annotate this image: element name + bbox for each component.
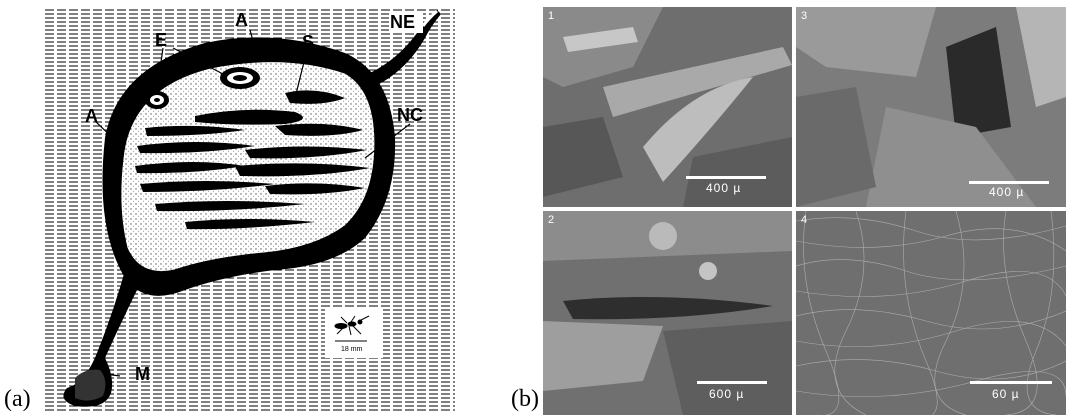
scale-bar xyxy=(686,176,766,179)
scale-bar xyxy=(970,381,1052,384)
micrograph-number: 3 xyxy=(801,10,807,22)
micrograph-2: 2 600 µ xyxy=(543,211,792,415)
micrograph-number: 2 xyxy=(548,214,554,226)
label-A-top: A xyxy=(235,10,248,30)
label-M: M xyxy=(135,364,150,384)
label-S: S xyxy=(302,32,314,52)
scale-bar-label: 600 µ xyxy=(709,387,744,401)
scale-bar-label: 400 µ xyxy=(706,181,741,195)
figure-b-micrographs: 1 400 µ 3 400 µ 2 600 µ xyxy=(543,7,1066,415)
label-NE: NE xyxy=(390,12,415,32)
label-E: E xyxy=(155,30,167,50)
scale-bar xyxy=(697,381,767,384)
micrograph-number: 1 xyxy=(548,10,554,22)
figure-a-drawing: A E S A NC M NE 18 mm xyxy=(45,8,455,413)
micrograph-4: 4 60 µ xyxy=(796,211,1066,415)
scale-label: 18 mm xyxy=(341,346,363,353)
ant-scale-inset: 18 mm xyxy=(325,308,383,358)
scale-bar-label: 60 µ xyxy=(992,387,1020,401)
panel-label-b: (b) xyxy=(511,387,539,411)
scale-bar xyxy=(969,181,1049,184)
micrograph-3: 3 400 µ xyxy=(796,7,1066,207)
panel-label-a: (a) xyxy=(4,387,31,411)
label-NC: NC xyxy=(397,105,423,125)
scale-bar-label: 400 µ xyxy=(989,185,1024,199)
micrograph-1: 1 400 µ xyxy=(543,7,792,207)
micrograph-number: 4 xyxy=(801,214,807,226)
label-A-left: A xyxy=(85,106,98,126)
